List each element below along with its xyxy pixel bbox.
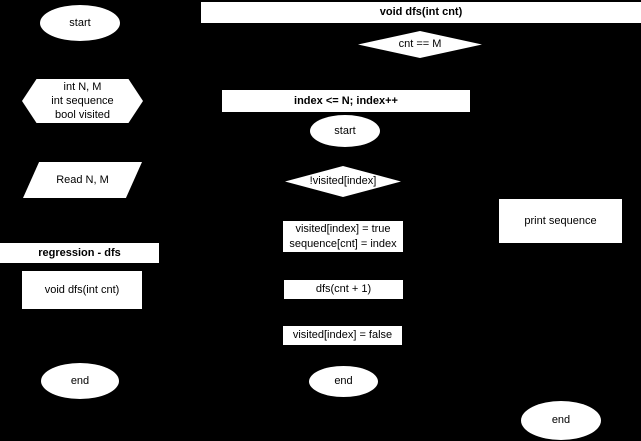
loop-end-label: end <box>334 375 353 388</box>
main-end-label: end <box>70 374 90 387</box>
loop-start-terminator: start <box>310 115 380 147</box>
dfs-function-header-label: void dfs(int cnt) <box>379 6 463 19</box>
restore-label: visited[index] = false <box>292 329 393 342</box>
main-start-terminator: start <box>40 5 120 41</box>
base-condition-label: cnt == M <box>398 38 442 51</box>
declaration-line: int sequence <box>51 94 114 107</box>
main-start-label: start <box>69 16 91 29</box>
assignment-line: visited[index] = true <box>295 223 391 236</box>
declaration-line: bool visited <box>54 109 111 122</box>
restore-rect: visited[index] = false <box>283 326 402 345</box>
loop-end-terminator: end <box>309 366 378 397</box>
assignment-line: sequence[cnt] = index <box>289 237 397 250</box>
recursive-call-label: dfs(cnt + 1) <box>315 283 372 296</box>
read-input-label: Read N, M <box>56 173 109 186</box>
section-header-label: regression - dfs <box>38 246 121 259</box>
guard-condition-diamond: !visited[index] <box>285 166 401 197</box>
declaration-hexagon: int N, M int sequence bool visited <box>22 79 143 123</box>
loop-header-label: index <= N; index++ <box>294 94 398 107</box>
function-call-rect: void dfs(int cnt) <box>22 271 142 309</box>
recursive-call-rect: dfs(cnt + 1) <box>284 280 403 299</box>
loop-start-label: start <box>334 124 356 137</box>
loop-header-bar: index <= N; index++ <box>222 90 470 112</box>
output-end-terminator: end <box>521 401 601 440</box>
section-header-bar: regression - dfs <box>0 243 159 263</box>
dfs-function-header-bar: void dfs(int cnt) <box>201 2 641 23</box>
base-condition-diamond: cnt == M <box>358 31 482 58</box>
output-end-label: end <box>551 414 571 427</box>
declaration-line: int N, M <box>63 80 102 93</box>
assignment-rect: visited[index] = true sequence[cnt] = in… <box>283 221 403 252</box>
print-sequence-label: print sequence <box>524 214 597 227</box>
read-input-parallelogram: Read N, M <box>23 162 142 198</box>
function-call-label: void dfs(int cnt) <box>44 283 120 296</box>
main-end-terminator: end <box>41 363 119 399</box>
print-sequence-rect: print sequence <box>499 199 622 243</box>
guard-condition-label: !visited[index] <box>309 175 377 188</box>
